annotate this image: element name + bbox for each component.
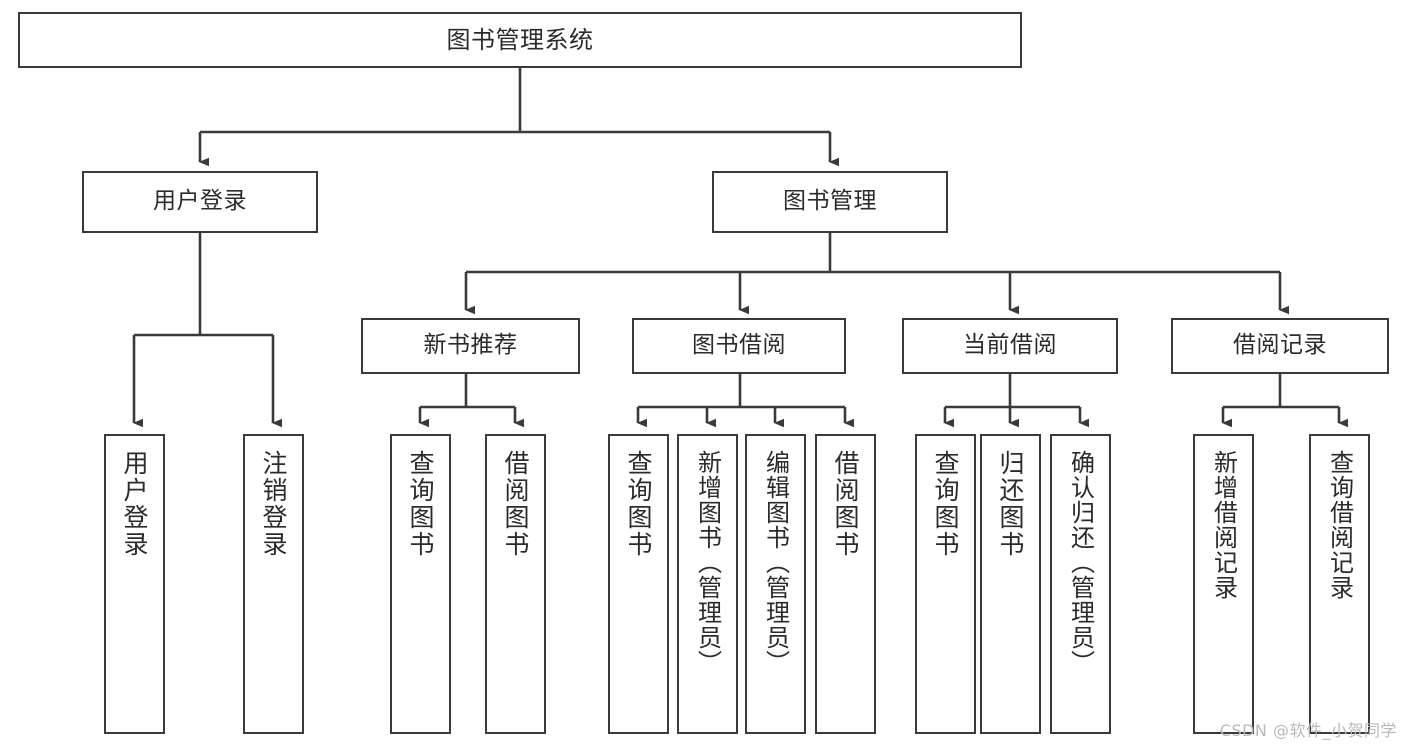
node-leaf-query-record[interactable]: 查询借阅记录: [1309, 434, 1370, 734]
node-new-book-rec[interactable]: 新书推荐: [361, 318, 580, 374]
node-leaf-confirm-return[interactable]: 确认归还（管理员）: [1050, 434, 1111, 734]
node-user-login-label: 用户登录: [153, 188, 247, 215]
node-leaf-user-login-label: 用户登录: [120, 450, 149, 558]
node-leaf-return-book-label: 归还图书: [996, 450, 1025, 558]
node-leaf-return-book[interactable]: 归还图书: [980, 434, 1041, 734]
node-leaf-add-record-label: 新增借阅记录: [1209, 450, 1238, 600]
node-leaf-query-book-2[interactable]: 查询图书: [608, 434, 669, 734]
node-borrow-record[interactable]: 借阅记录: [1171, 318, 1389, 374]
node-leaf-add-book[interactable]: 新增图书（管理员）: [677, 434, 738, 734]
node-current-borrow-label: 当前借阅: [963, 332, 1057, 359]
node-leaf-query-book-3[interactable]: 查询图书: [915, 434, 976, 734]
node-leaf-add-record[interactable]: 新增借阅记录: [1193, 434, 1254, 734]
node-leaf-query-book-2-label: 查询图书: [624, 450, 653, 558]
node-leaf-confirm-return-label: 确认归还（管理员）: [1066, 450, 1095, 675]
node-borrow-record-label: 借阅记录: [1233, 332, 1327, 359]
node-root[interactable]: 图书管理系统: [18, 12, 1022, 68]
node-new-book-rec-label: 新书推荐: [423, 332, 518, 359]
node-leaf-borrow-book-1[interactable]: 借阅图书: [485, 434, 546, 734]
node-leaf-logout[interactable]: 注销登录: [243, 434, 304, 734]
node-current-borrow[interactable]: 当前借阅: [902, 318, 1118, 374]
node-leaf-logout-label: 注销登录: [259, 450, 288, 558]
node-root-label: 图书管理系统: [446, 25, 594, 54]
node-book-borrow[interactable]: 图书借阅: [632, 318, 846, 374]
node-leaf-add-book-label: 新增图书（管理员）: [693, 450, 722, 675]
node-leaf-borrow-book-2-label: 借阅图书: [831, 450, 860, 558]
node-leaf-query-book-3-label: 查询图书: [931, 450, 960, 558]
node-leaf-edit-book[interactable]: 编辑图书（管理员）: [745, 434, 806, 734]
node-leaf-query-record-label: 查询借阅记录: [1325, 450, 1354, 600]
node-user-login[interactable]: 用户登录: [82, 171, 318, 233]
node-book-borrow-label: 图书借阅: [692, 332, 786, 359]
node-leaf-borrow-book-2[interactable]: 借阅图书: [815, 434, 876, 734]
node-leaf-user-login[interactable]: 用户登录: [104, 434, 165, 734]
node-leaf-query-book-1-label: 查询图书: [406, 450, 435, 558]
node-book-manage-label: 图书管理: [783, 188, 877, 215]
node-leaf-edit-book-label: 编辑图书（管理员）: [761, 450, 790, 675]
node-leaf-query-book-1[interactable]: 查询图书: [390, 434, 451, 734]
node-leaf-borrow-book-1-label: 借阅图书: [501, 450, 530, 558]
node-book-manage[interactable]: 图书管理: [712, 171, 948, 233]
